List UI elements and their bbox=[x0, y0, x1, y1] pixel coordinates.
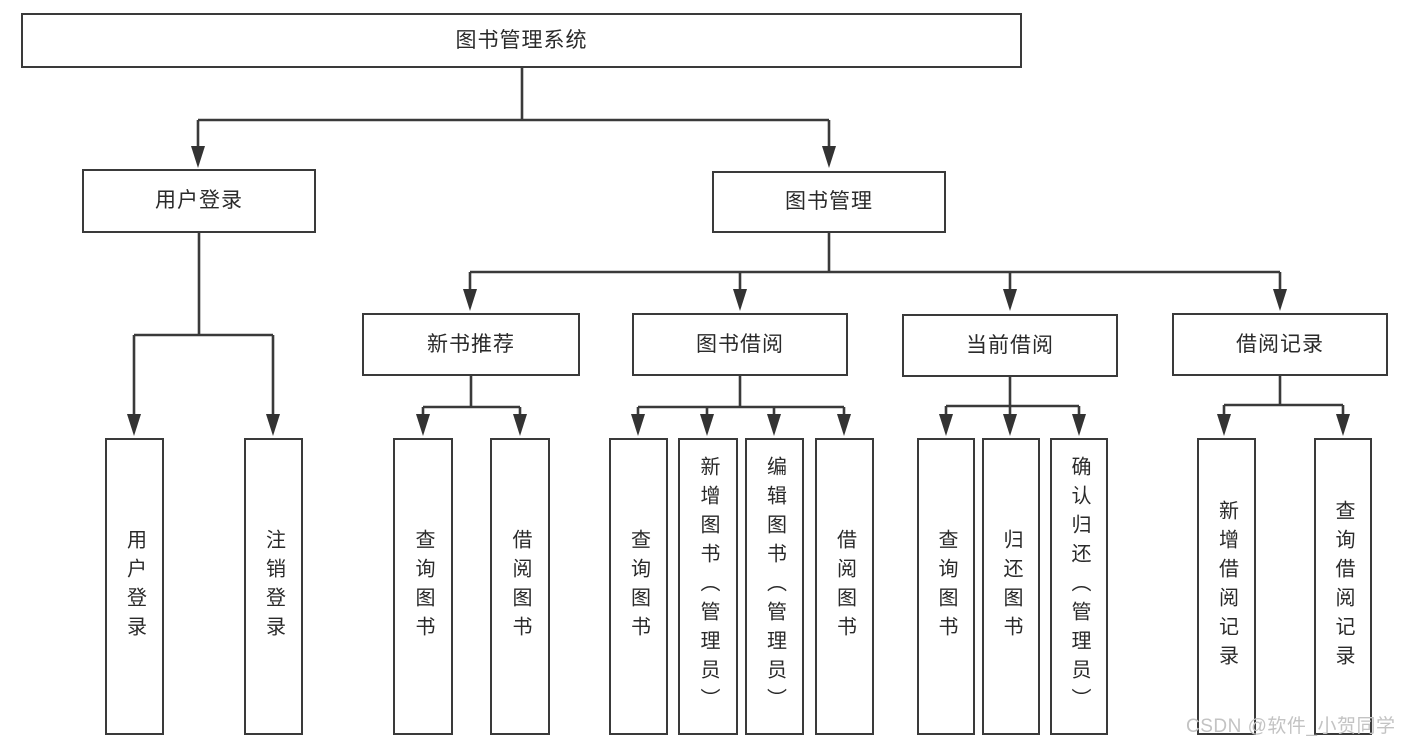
node-book-mgmt-label: 图书管理 bbox=[785, 190, 873, 214]
node-cb-return-books-label: 归还图书 bbox=[1000, 528, 1022, 645]
node-cb-confirm-return-admin-label: 确认归还（管理员） bbox=[1068, 456, 1090, 717]
node-bb-add-books-admin: 新增图书（管理员） bbox=[678, 438, 738, 735]
arrow-down-icon bbox=[939, 414, 953, 436]
node-user-login-group: 用户登录 bbox=[82, 169, 316, 233]
node-nb-query-books: 查询图书 bbox=[393, 438, 453, 735]
connector-current-borrow-split bbox=[944, 377, 1081, 419]
arrow-down-icon bbox=[513, 414, 527, 436]
node-root: 图书管理系统 bbox=[21, 13, 1022, 68]
node-logout-label: 注销登录 bbox=[262, 528, 285, 645]
arrow-down-icon bbox=[416, 414, 430, 436]
arrow-down-icon bbox=[1072, 414, 1086, 436]
node-br-add-record-label: 新增借阅记录 bbox=[1215, 499, 1238, 674]
node-bb-query-books: 查询图书 bbox=[609, 438, 668, 735]
node-cb-query-books-label: 查询图书 bbox=[935, 528, 957, 645]
arrow-down-icon bbox=[463, 289, 477, 311]
arrow-down-icon bbox=[266, 414, 280, 436]
arrow-down-icon bbox=[1217, 414, 1231, 436]
node-logout: 注销登录 bbox=[244, 438, 303, 735]
node-book-borrow-label: 图书借阅 bbox=[696, 332, 784, 356]
arrow-down-icon bbox=[1336, 414, 1350, 436]
arrow-down-icon bbox=[767, 414, 781, 436]
node-user-login-group-label: 用户登录 bbox=[155, 189, 243, 213]
node-br-query-record-label: 查询借阅记录 bbox=[1332, 499, 1354, 674]
node-nb-borrow-books: 借阅图书 bbox=[490, 438, 550, 735]
arrow-down-icon bbox=[1003, 414, 1017, 436]
arrow-down-icon bbox=[733, 289, 747, 311]
node-bb-borrow-books-label: 借阅图书 bbox=[833, 528, 856, 645]
connector-root-split bbox=[196, 68, 831, 150]
node-current-borrow-label: 当前借阅 bbox=[966, 333, 1054, 357]
arrow-down-icon bbox=[191, 146, 205, 168]
node-bb-edit-books-admin: 编辑图书（管理员） bbox=[745, 438, 804, 735]
node-new-book-rec: 新书推荐 bbox=[362, 313, 580, 376]
node-borrow-record: 借阅记录 bbox=[1172, 313, 1388, 376]
arrow-down-icon bbox=[1003, 289, 1017, 311]
node-borrow-record-label: 借阅记录 bbox=[1236, 332, 1324, 356]
node-bb-edit-books-admin-label: 编辑图书（管理员） bbox=[763, 456, 786, 717]
arrow-down-icon bbox=[1273, 289, 1287, 311]
connector-book-borrow-split bbox=[636, 376, 846, 419]
node-cb-return-books: 归还图书 bbox=[982, 438, 1040, 735]
connector-user-login-split bbox=[132, 233, 275, 419]
node-nb-query-books-label: 查询图书 bbox=[412, 528, 434, 645]
connector-borrow-record-split bbox=[1222, 376, 1345, 419]
arrow-down-icon bbox=[837, 414, 851, 436]
node-current-borrow: 当前借阅 bbox=[902, 314, 1118, 377]
connector-new-book-split bbox=[421, 376, 522, 419]
arrow-down-icon bbox=[822, 146, 836, 168]
node-user-login-label: 用户登录 bbox=[123, 528, 146, 645]
node-book-borrow: 图书借阅 bbox=[632, 313, 848, 376]
node-br-add-record: 新增借阅记录 bbox=[1197, 438, 1256, 735]
connector-book-mgmt-split bbox=[468, 233, 1282, 293]
node-new-book-rec-label: 新书推荐 bbox=[427, 332, 515, 356]
node-bb-add-books-admin-label: 新增图书（管理员） bbox=[697, 456, 719, 717]
csdn-watermark: CSDN @软件_小贺同学 bbox=[1186, 716, 1396, 737]
node-br-query-record: 查询借阅记录 bbox=[1314, 438, 1372, 735]
arrow-down-icon bbox=[127, 414, 141, 436]
node-user-login: 用户登录 bbox=[105, 438, 164, 735]
arrow-down-icon bbox=[700, 414, 714, 436]
node-book-mgmt: 图书管理 bbox=[712, 171, 946, 233]
arrow-down-icon bbox=[631, 414, 645, 436]
node-cb-confirm-return-admin: 确认归还（管理员） bbox=[1050, 438, 1108, 735]
node-bb-query-books-label: 查询图书 bbox=[627, 528, 650, 645]
node-nb-borrow-books-label: 借阅图书 bbox=[509, 528, 531, 645]
node-root-label: 图书管理系统 bbox=[455, 28, 588, 52]
node-cb-query-books: 查询图书 bbox=[917, 438, 975, 735]
node-bb-borrow-books: 借阅图书 bbox=[815, 438, 874, 735]
